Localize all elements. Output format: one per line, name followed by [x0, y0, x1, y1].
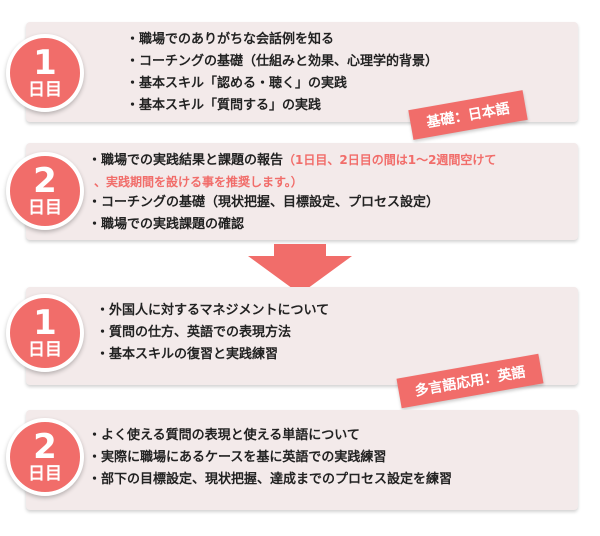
report-item: ・職場での実践結果と課題の報告	[88, 153, 284, 168]
down-arrow-icon	[248, 244, 352, 294]
day1-basic-panel: ・職場でのありがちな会話例を知る ・コーチングの基礎（仕組みと効果、心理学的背景…	[26, 22, 578, 122]
list-item: ・よく使える質問の表現と使える単語について	[88, 428, 360, 443]
list-item: ・職場での実践結果と課題の報告（1日目、2日目の間は1～2週間空けて	[88, 149, 496, 172]
badge-unit: 日目	[28, 464, 62, 484]
day2-basic-list: ・職場での実践結果と課題の報告（1日目、2日目の間は1～2週間空けて 、実践期間…	[88, 149, 496, 236]
list-item: ・基本スキル「質問する」の実践	[126, 98, 322, 113]
badge-unit: 日目	[28, 198, 62, 218]
day2-applied-list: ・よく使える質問の表現と使える単語について ・実際に職場にあるケースを基に英語で…	[88, 425, 452, 491]
list-item: ・部下の目標設定、現状把握、達成までのプロセス設定を練習	[88, 472, 453, 487]
day2-basic-panel: ・職場での実践結果と課題の報告（1日目、2日目の間は1～2週間空けて 、実践期間…	[26, 143, 578, 240]
badge-number: 1	[33, 43, 57, 83]
badge-unit: 日目	[28, 80, 62, 100]
badge-number: 2	[33, 161, 57, 201]
list-item: ・質問の仕方、英語での表現方法	[96, 325, 292, 340]
day1-basic-list: ・職場でのありがちな会話例を知る ・コーチングの基礎（仕組みと効果、心理学的背景…	[126, 29, 438, 117]
day2-applied-panel: ・よく使える質問の表現と使える単語について ・実際に職場にあるケースを基に英語で…	[26, 410, 578, 510]
interval-note-continued: 、実践期間を設ける事を推奨します。）	[94, 175, 303, 189]
badge-number: 1	[33, 303, 57, 343]
badge-unit: 日目	[28, 340, 62, 360]
list-item: ・外国人に対するマネジメントについて	[96, 303, 330, 318]
day1-basic-badge: 1 日目	[6, 34, 84, 112]
list-item: ・コーチングの基礎（仕組みと効果、心理学的背景）	[126, 54, 439, 69]
interval-note: （1日目、2日目の間は1～2週間空けて	[283, 153, 497, 167]
list-item: ・実際に職場にあるケースを基に英語での実践練習	[88, 450, 387, 465]
day1-applied-list: ・外国人に対するマネジメントについて ・質問の仕方、英語での表現方法 ・基本スキ…	[96, 300, 329, 366]
list-item: ・基本スキルの復習と実践練習	[96, 347, 279, 362]
day2-basic-badge: 2 日目	[6, 152, 84, 230]
badge-number: 2	[33, 427, 57, 467]
list-item: ・職場でのありがちな会話例を知る	[126, 32, 335, 47]
day1-applied-badge: 1 日目	[6, 294, 84, 372]
list-item: ・基本スキル「認める・聴く」の実践	[126, 76, 348, 91]
day2-applied-badge: 2 日目	[6, 418, 84, 496]
list-item: ・コーチングの基礎（現状把握、目標設定、プロセス設定）	[88, 195, 440, 210]
list-item: ・職場での実践課題の確認	[88, 217, 245, 232]
